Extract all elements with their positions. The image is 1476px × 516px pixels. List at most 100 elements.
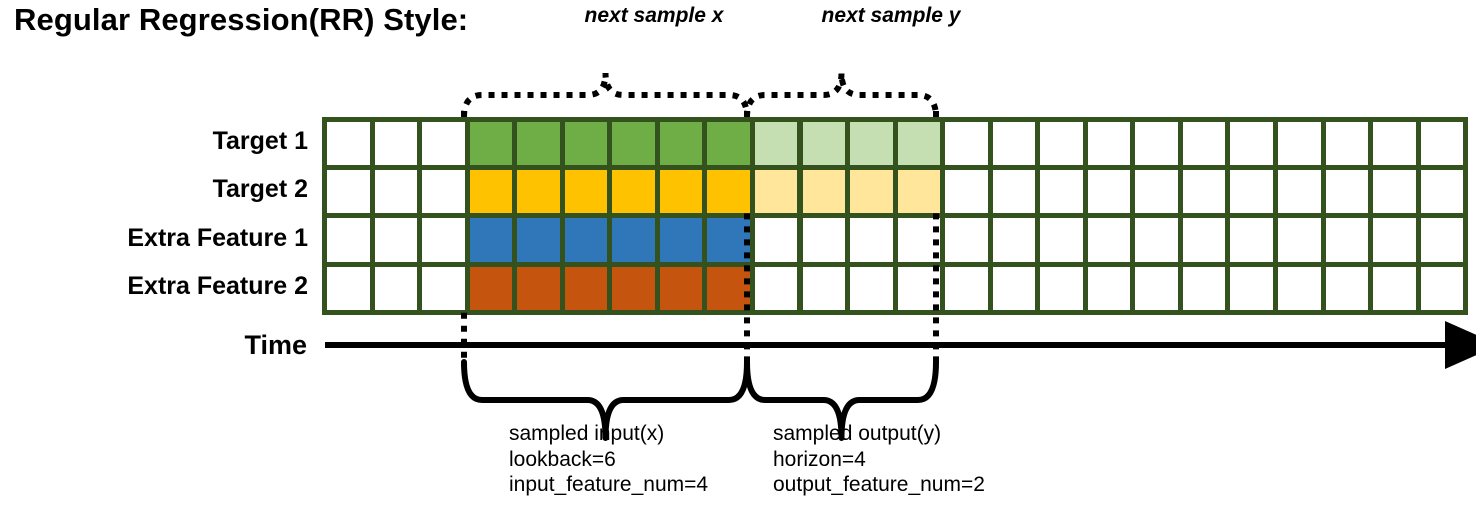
grid-cell	[1325, 170, 1369, 214]
row-label-target1: Target 1	[212, 127, 308, 156]
grid-cell	[659, 122, 703, 166]
grid-cell	[422, 170, 465, 214]
grid-cell	[374, 218, 418, 262]
grid-cell	[469, 170, 513, 214]
grid-cell	[517, 266, 560, 310]
grid-cell	[1040, 266, 1083, 310]
grid-cell	[1040, 170, 1083, 214]
grid-cell	[945, 266, 988, 310]
grid-cell	[469, 122, 513, 166]
grid-cell	[1135, 266, 1178, 310]
grid-cell	[1135, 170, 1178, 214]
grid-cell	[374, 266, 418, 310]
annotation-line: horizon=4	[773, 447, 866, 471]
grid-cell	[754, 266, 798, 310]
grid-cell	[1373, 170, 1416, 214]
grid-cell	[1087, 170, 1131, 214]
page-title: Regular Regression(RR) Style:	[14, 2, 469, 37]
grid-cell	[517, 170, 560, 214]
grid-cell	[850, 266, 893, 310]
grid-cell	[754, 122, 798, 166]
grid-cell	[517, 218, 560, 262]
grid-cell	[327, 122, 370, 166]
annotation-line: sampled output(y)	[773, 422, 942, 445]
grid-cell	[469, 266, 513, 310]
grid-cell	[992, 122, 1036, 166]
grid-cell	[1182, 122, 1226, 166]
grid-cell	[1373, 266, 1416, 310]
grid-cell	[1420, 122, 1464, 166]
grid-cell	[659, 170, 703, 214]
grid-cell	[945, 218, 988, 262]
grid-cell	[897, 170, 941, 214]
grid-cell	[1230, 122, 1273, 166]
grid-cell	[802, 218, 846, 262]
grid-cell	[1278, 266, 1321, 310]
grid-cell	[992, 218, 1036, 262]
grid-cell	[1325, 218, 1369, 262]
grid-cell	[1278, 122, 1321, 166]
grid-cell	[850, 170, 893, 214]
row-label-target2: Target 2	[212, 175, 308, 204]
grid-cell	[422, 218, 465, 262]
grid-cell	[1182, 170, 1226, 214]
row-label-extra2: Extra Feature 2	[127, 271, 308, 300]
grid-cell	[612, 170, 655, 214]
bottom-brace-sampled-output	[744, 359, 939, 441]
grid-cell	[1373, 218, 1416, 262]
grid-cell	[1182, 218, 1226, 262]
timeline-grid	[322, 117, 1469, 315]
grid-cell	[612, 266, 655, 310]
grid-cell	[612, 218, 655, 262]
grid-cell	[517, 122, 560, 166]
grid-cell	[327, 218, 370, 262]
grid-cell	[1278, 170, 1321, 214]
top-caption-0: next sample x	[584, 4, 724, 27]
grid-cell	[564, 170, 608, 214]
grid-cell	[1278, 218, 1321, 262]
grid-cell	[612, 122, 655, 166]
annotation-line: sampled input(x)	[509, 422, 665, 445]
grid-cell	[707, 266, 750, 310]
grid-cell	[707, 170, 750, 214]
grid-cell	[992, 170, 1036, 214]
row-label-extra1: Extra Feature 1	[127, 223, 308, 252]
grid-cell	[1040, 218, 1083, 262]
grid-cell	[754, 218, 798, 262]
grid-cell	[659, 218, 703, 262]
grid-cell	[707, 122, 750, 166]
grid-cell	[1182, 266, 1226, 310]
grid-cell	[1325, 266, 1369, 310]
grid-cell	[1420, 170, 1464, 214]
grid-cell	[469, 218, 513, 262]
grid-cell	[564, 122, 608, 166]
grid-cell	[1135, 218, 1178, 262]
grid-cell	[1087, 122, 1131, 166]
grid-cell	[1373, 122, 1416, 166]
time-axis-label: Time	[244, 330, 307, 360]
top-caption-1: next sample y	[821, 4, 961, 27]
bottom-brace-sampled-input	[461, 359, 750, 441]
grid-cell	[1087, 218, 1131, 262]
grid-cell	[564, 266, 608, 310]
grid-cell	[850, 122, 893, 166]
grid-cell	[564, 218, 608, 262]
top-brace-next-sample-y	[744, 72, 939, 118]
grid-cell	[1230, 266, 1273, 310]
grid-cell	[1230, 218, 1273, 262]
grid-cell	[1230, 170, 1273, 214]
grid-cell	[802, 170, 846, 214]
grid-cell	[327, 266, 370, 310]
grid-cell	[1420, 218, 1464, 262]
grid-cell	[1040, 122, 1083, 166]
grid-cell	[992, 266, 1036, 310]
grid-cell	[1135, 122, 1178, 166]
annotation-line: input_feature_num=4	[509, 473, 709, 496]
grid-cell	[1087, 266, 1131, 310]
grid-cell	[945, 170, 988, 214]
grid-cell	[422, 122, 465, 166]
